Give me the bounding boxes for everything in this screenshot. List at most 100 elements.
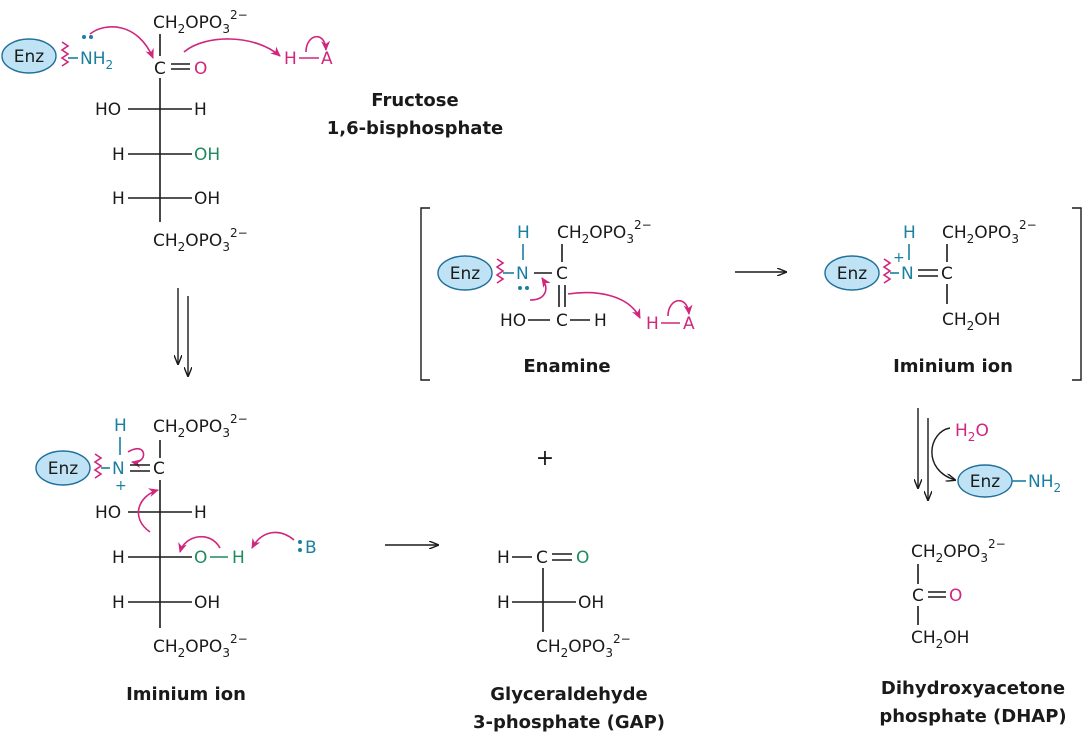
- fructose-label-1: Fructose: [371, 90, 458, 111]
- wavy-bond: [93, 453, 103, 479]
- gap-label-2: 3-phosphate (GAP): [473, 712, 665, 733]
- enamine-n: N: [516, 264, 529, 284]
- h-left: H: [112, 593, 125, 613]
- h-green: H: [232, 548, 245, 568]
- ch2opo3-bottom: CH2OPO32−: [153, 226, 248, 254]
- fructose-label-2: 1,6-bisphosphate: [327, 118, 504, 139]
- enzyme-label: Enz: [970, 472, 1001, 492]
- enamine-structure: Enz N H C CH2OPO32− HO C H H A Enamine: [437, 218, 695, 377]
- iminium-ion-label-left: Iminium ion: [126, 684, 246, 705]
- gap-label-1: Glyceraldehyde: [490, 684, 647, 705]
- lone-pair-dot: [518, 286, 522, 290]
- enamine-ch2opo3: CH2OPO32−: [557, 218, 652, 246]
- dhap-ch2opo3: CH2OPO32−: [911, 537, 1006, 565]
- oh-right: OH: [194, 189, 220, 209]
- fructose-bisphosphate-structure: Enz NH2 CH2OPO32− C O H A HO H H OH H OH…: [1, 8, 504, 254]
- dhap-structure: CH2OPO32− C O CH2OH Dihydroxyacetone pho…: [879, 537, 1066, 727]
- curved-arrow-enamine-c: [567, 291, 641, 319]
- enzyme-ellipse: [1, 38, 57, 74]
- oh-right-green: OH: [194, 145, 220, 165]
- reaction-arrow-down-right: H2O Enz NH2: [918, 408, 1061, 500]
- dhap-label-1: Dihydroxyacetone: [881, 678, 1065, 699]
- curved-arrow-protonation: [183, 38, 281, 57]
- curved-arrow-base: [251, 531, 295, 549]
- dhap-c: C: [912, 586, 924, 606]
- h-left: H: [112, 548, 125, 568]
- gap-h-left: H: [497, 593, 510, 613]
- lone-pair-dot: [525, 286, 529, 290]
- gap-o: O: [576, 548, 589, 568]
- h-right: H: [194, 100, 207, 120]
- gap-h: H: [497, 548, 510, 568]
- enzyme-label: Enz: [14, 47, 45, 67]
- h-left: H: [112, 145, 125, 165]
- iminium-ch2oh: CH2OH: [942, 310, 1000, 333]
- enzyme-label: Enz: [450, 264, 481, 284]
- enzyme-label: Enz: [837, 264, 868, 284]
- ho-left: HO: [95, 100, 121, 120]
- base-b: B: [305, 538, 317, 558]
- acid-h: H: [284, 49, 297, 69]
- iminium-ch2opo3-top: CH2OPO32−: [153, 412, 248, 440]
- ch2opo3-top: CH2OPO32−: [153, 8, 248, 36]
- curved-arrow-attack: [89, 26, 154, 59]
- curved-arrow-cc-bond: [137, 488, 159, 533]
- acid-a: A: [683, 314, 695, 334]
- wavy-bond: [60, 41, 70, 67]
- iminium-n: N: [901, 264, 914, 284]
- lone-pair-dot: [82, 35, 86, 39]
- dhap-label-2: phosphate (DHAP): [879, 706, 1066, 727]
- enzyme-label: Enz: [48, 459, 79, 479]
- water-label: H2O: [955, 421, 989, 444]
- enzyme-ellipse: [35, 450, 91, 486]
- iminium-n-h: H: [114, 416, 127, 436]
- enamine-c: C: [556, 264, 568, 284]
- enamine-h: H: [594, 311, 607, 331]
- curved-arrow-ha: [305, 35, 331, 53]
- enzyme-ellipse: [824, 255, 880, 291]
- gap-oh: OH: [578, 593, 604, 613]
- water-in-arrow: [931, 427, 955, 480]
- dhap-ch2oh: CH2OH: [911, 628, 969, 651]
- iminium-c: C: [153, 459, 165, 479]
- iminium-ch2opo3: CH2OPO32−: [942, 218, 1037, 246]
- bracket-left: [420, 207, 430, 381]
- enamine-n-h: H: [517, 223, 530, 243]
- curved-arrow-ha: [667, 299, 693, 317]
- o-green: O: [194, 548, 207, 568]
- carbonyl-o: O: [194, 59, 207, 79]
- iminium-ion-right-structure: Enz N H + C CH2OPO32− CH2OH Iminium ion: [824, 218, 1037, 377]
- curved-arrow-oh: [178, 536, 221, 553]
- positive-charge: +: [893, 250, 905, 266]
- iminium-ch2opo3-bottom: CH2OPO32−: [153, 632, 248, 660]
- enamine-label: Enamine: [523, 356, 610, 377]
- iminium-ion-left-structure: Enz N H + C CH2OPO32− HO H H O H B H OH …: [35, 412, 317, 705]
- h-right: H: [194, 503, 207, 523]
- wavy-bond: [882, 258, 892, 284]
- iminium-c: C: [941, 264, 953, 284]
- positive-charge: +: [115, 478, 127, 494]
- iminium-n: N: [112, 459, 125, 479]
- wavy-bond: [495, 258, 505, 284]
- lone-pair-dot: [298, 540, 302, 544]
- lone-pair-dot: [89, 35, 93, 39]
- gap-c: C: [536, 548, 548, 568]
- acid-a: A: [321, 49, 333, 69]
- iminium-n-h: H: [903, 223, 916, 243]
- gap-structure: H C O H OH CH2OPO32− Glyceraldehyde 3-ph…: [473, 548, 665, 733]
- acid-h: H: [646, 314, 659, 334]
- reaction-arrow-down-left: [178, 288, 188, 376]
- curved-arrow-nh: [127, 447, 145, 469]
- carbonyl-c: C: [154, 59, 166, 79]
- ho-left: HO: [95, 503, 121, 523]
- plus-sign: +: [536, 446, 554, 471]
- enamine-c2: C: [556, 311, 568, 331]
- bracket-right: [1072, 207, 1082, 381]
- dhap-o: O: [949, 586, 962, 606]
- curved-arrow-enamine-n: [529, 277, 551, 301]
- gap-ch2opo3: CH2OPO32−: [536, 632, 631, 660]
- oh-right: OH: [194, 593, 220, 613]
- h-left: H: [112, 189, 125, 209]
- iminium-ion-label-right: Iminium ion: [893, 356, 1013, 377]
